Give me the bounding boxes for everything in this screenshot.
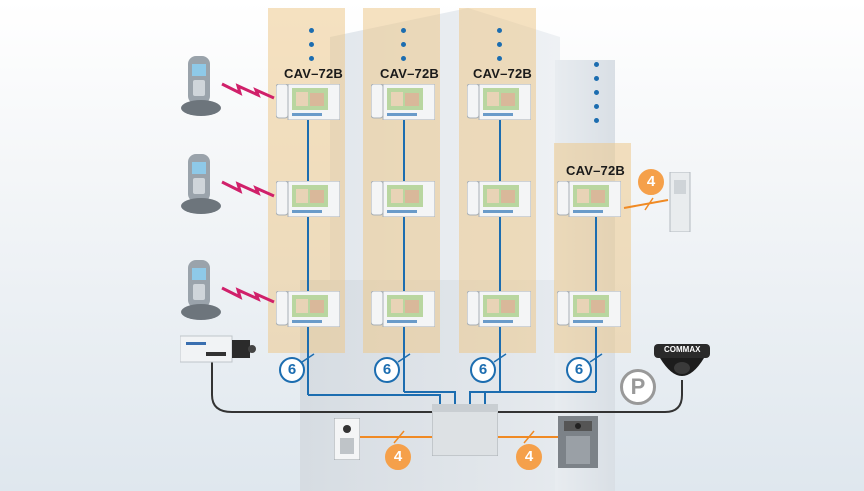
video-monitor-icon (556, 290, 622, 328)
cable-count-badge: 6 (279, 357, 305, 383)
floor-dots-2 (401, 28, 407, 70)
dome-camera-icon: COMMAX (654, 344, 710, 388)
cable-count-badge: 6 (566, 357, 592, 383)
cordless-phone-icon (180, 154, 222, 214)
floor-dots-3 (497, 28, 503, 70)
video-monitor-icon (275, 83, 341, 121)
door-station-icon (333, 417, 361, 461)
video-monitor-icon (370, 180, 436, 218)
cordless-phone-icon (180, 260, 222, 320)
cable-count-badge: 6 (374, 357, 400, 383)
video-monitor-icon (466, 290, 532, 328)
cable-count-badge-door-left: 4 (385, 444, 411, 470)
sensor-device-icon (668, 171, 692, 233)
video-monitor-icon (370, 83, 436, 121)
dome-camera-brand: COMMAX (664, 345, 701, 354)
cable-count-badge-door-right: 4 (516, 444, 542, 470)
column-label-3: CAV–72B (473, 66, 532, 81)
video-monitor-icon (275, 180, 341, 218)
video-monitor-icon (556, 180, 622, 218)
cable-count-badge-sensor: 4 (638, 169, 664, 195)
video-monitor-icon (370, 290, 436, 328)
cordless-phone-icon (180, 56, 222, 116)
column-label-2: CAV–72B (380, 66, 439, 81)
column-label-4: CAV–72B (566, 163, 625, 178)
column-label-1: CAV–72B (284, 66, 343, 81)
distributor-unit (431, 403, 499, 457)
parking-icon: P (620, 369, 656, 405)
video-monitor-icon (275, 290, 341, 328)
floor-dots-4 (594, 62, 600, 132)
floor-dots-1 (309, 28, 315, 70)
lobby-station-icon (558, 416, 598, 468)
cctv-camera-icon (179, 332, 256, 366)
video-monitor-icon (466, 180, 532, 218)
video-monitor-icon (466, 83, 532, 121)
cable-count-badge: 6 (470, 357, 496, 383)
